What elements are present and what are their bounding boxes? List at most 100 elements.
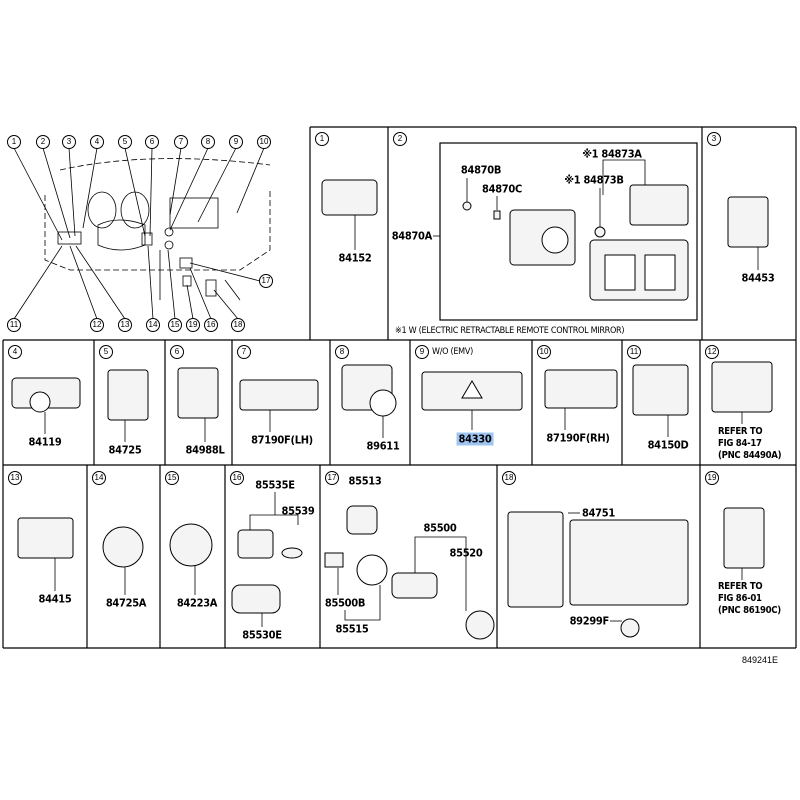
cell-number-14: 14 — [92, 471, 106, 485]
part-85513-shape — [346, 505, 378, 535]
cell-number-2: 2 — [393, 132, 407, 146]
part-label-85500B[interactable]: 85500B — [324, 596, 366, 610]
callout-18[interactable]: 18 — [231, 318, 245, 332]
callout-5[interactable]: 5 — [118, 135, 132, 149]
callout-3[interactable]: 3 — [62, 135, 76, 149]
part-84725-shape — [107, 369, 149, 421]
cell-number-10: 10 — [537, 345, 551, 359]
callout-leaders — [13, 147, 265, 320]
callout-7[interactable]: 7 — [174, 135, 188, 149]
cell-number-17: 17 — [325, 471, 339, 485]
refer-line: FIG 84-17 — [718, 438, 762, 449]
part-label-87190F-LH[interactable]: 87190F(LH) — [251, 433, 313, 447]
part-84988L-shape — [177, 367, 219, 419]
cell-number-7: 7 — [237, 345, 251, 359]
part-label-84725[interactable]: 84725 — [108, 443, 142, 457]
cell-number-16: 16 — [230, 471, 244, 485]
part-85530E-shape — [231, 584, 281, 614]
part-label-84150D[interactable]: 84150D — [647, 438, 689, 452]
part-label-84870B[interactable]: 84870B — [460, 163, 502, 177]
part-87190F-RH-shape — [544, 369, 618, 409]
part-label-84415[interactable]: 84415 — [38, 592, 72, 606]
part-label-84873A[interactable]: ※1 84873A — [582, 147, 642, 161]
part-illustrations — [11, 179, 773, 640]
part-label-84152[interactable]: 84152 — [338, 251, 372, 265]
part-84453-shape — [727, 196, 769, 248]
part-84152-shape — [321, 179, 378, 216]
part-84150D-shape — [632, 364, 689, 416]
cell-number-12: 12 — [705, 345, 719, 359]
part-label-85535E[interactable]: 85535E — [255, 478, 295, 492]
cell-number-18: 18 — [502, 471, 516, 485]
callout-2[interactable]: 2 — [36, 135, 50, 149]
part-label-84988L[interactable]: 84988L — [185, 443, 225, 457]
part-86190C-shape — [723, 507, 765, 569]
cell-number-3: 3 — [707, 132, 721, 146]
callout-11[interactable]: 11 — [7, 318, 21, 332]
part-label-84119[interactable]: 84119 — [28, 435, 62, 449]
refer-line: REFER TO — [718, 581, 763, 592]
callout-15[interactable]: 15 — [168, 318, 182, 332]
part-label-89611[interactable]: 89611 — [366, 439, 400, 453]
part-leaders — [44, 159, 759, 627]
callout-9[interactable]: 9 — [229, 135, 243, 149]
callout-6[interactable]: 6 — [145, 135, 159, 149]
part-label-85500[interactable]: 85500 — [423, 521, 457, 535]
part-87190F-LH-shape — [239, 379, 319, 411]
part-label-85520[interactable]: 85520 — [449, 546, 483, 560]
refer-note-12[interactable]: REFER TO FIG 84-17 (PNC 84490A) — [718, 426, 782, 462]
footnote-mirror: ※1 W (ELECTRIC RETRACTABLE REMOTE CONTRO… — [395, 326, 625, 336]
part-84725A-shape — [102, 526, 144, 568]
figure-id: 849241E — [742, 655, 779, 665]
part-label-84223A[interactable]: 84223A — [176, 596, 218, 610]
part-label-84751[interactable]: 84751 — [582, 506, 615, 520]
condition-label: W/O (EMV) — [432, 347, 473, 357]
callout-10[interactable]: 10 — [257, 135, 271, 149]
part-label-85539[interactable]: 85539 — [281, 504, 315, 518]
part-84490A-shape — [711, 361, 773, 413]
part-label-85513[interactable]: 85513 — [348, 474, 382, 488]
refer-line: FIG 86-01 — [718, 593, 762, 604]
cell-number-5: 5 — [99, 345, 113, 359]
part-label-87190F-RH[interactable]: 87190F(RH) — [546, 431, 610, 445]
callout-8[interactable]: 8 — [201, 135, 215, 149]
part-label-84725A[interactable]: 84725A — [105, 596, 147, 610]
callout-4[interactable]: 4 — [90, 135, 104, 149]
part-label-84873B[interactable]: ※1 84873B — [564, 173, 624, 187]
cell-number-4: 4 — [8, 345, 22, 359]
part-85515-shape — [356, 554, 388, 586]
dashboard-illustration — [44, 158, 271, 301]
part-label-84330-selected[interactable]: 84330 — [456, 432, 494, 446]
refer-note-19[interactable]: REFER TO FIG 86-01 (PNC 86190C) — [718, 581, 781, 617]
grid-lines — [2, 126, 797, 649]
part-85500-shape — [391, 572, 438, 599]
part-84415-shape — [17, 517, 74, 559]
part-label-85530E[interactable]: 85530E — [242, 628, 282, 642]
part-84873A-shape — [629, 184, 689, 226]
callout-17[interactable]: 17 — [259, 274, 273, 288]
callout-19[interactable]: 19 — [186, 318, 200, 332]
part-label-84453[interactable]: 84453 — [741, 271, 775, 285]
cell-number-9: 9 — [415, 345, 429, 359]
cell-number-1: 1 — [315, 132, 329, 146]
refer-line: (PNC 84490A) — [718, 450, 782, 461]
refer-line: REFER TO — [718, 426, 763, 437]
callout-1[interactable]: 1 — [7, 135, 21, 149]
cell-number-6: 6 — [170, 345, 184, 359]
part-85535E-shape — [237, 529, 274, 559]
callout-16[interactable]: 16 — [204, 318, 218, 332]
callout-12[interactable]: 12 — [90, 318, 104, 332]
part-85500B-shape — [324, 552, 344, 568]
cell-number-13: 13 — [8, 471, 22, 485]
callout-13[interactable]: 13 — [118, 318, 132, 332]
part-label-85515[interactable]: 85515 — [335, 622, 369, 636]
cell-number-8: 8 — [335, 345, 349, 359]
callout-14[interactable]: 14 — [146, 318, 160, 332]
part-label-89299F[interactable]: 89299F — [569, 614, 610, 628]
part-label-84870A[interactable]: 84870A — [391, 229, 433, 243]
part-85520-shape — [465, 610, 495, 640]
cell-number-15: 15 — [165, 471, 179, 485]
part-label-84870C[interactable]: 84870C — [482, 182, 522, 196]
